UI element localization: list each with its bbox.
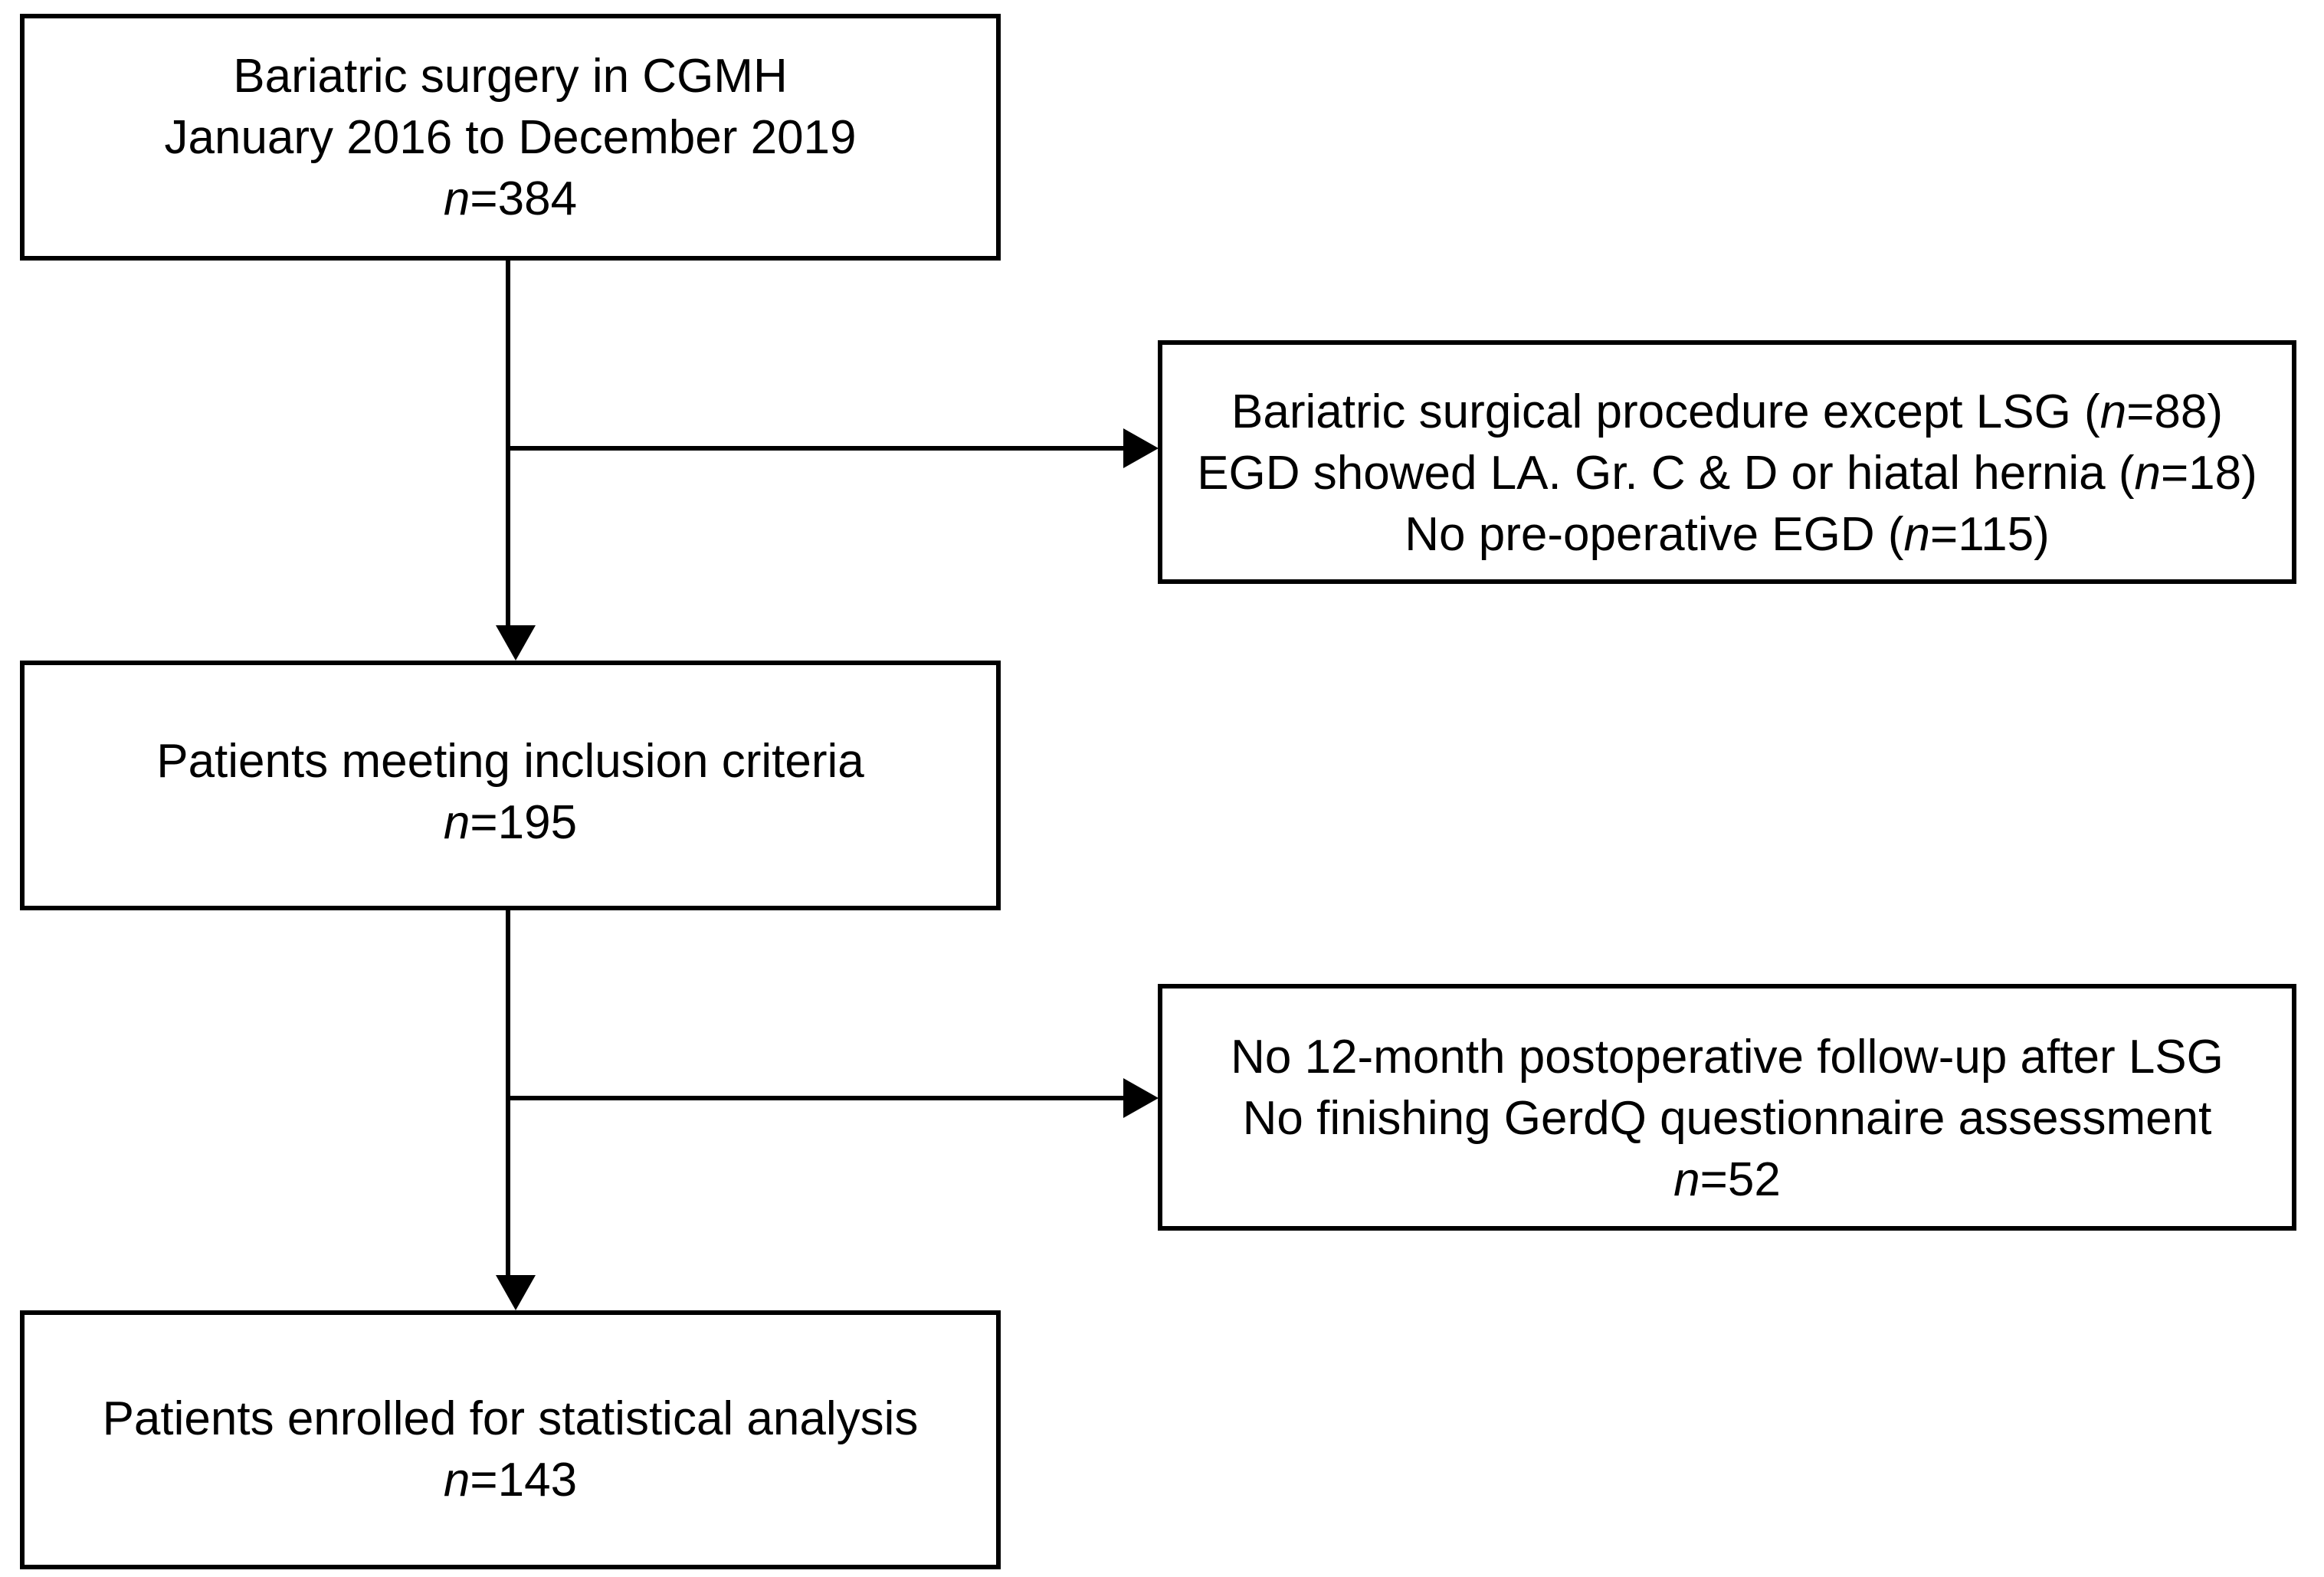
n-value: =384 <box>470 172 578 225</box>
arrowhead-right-icon <box>1123 428 1159 468</box>
n-symbol: n <box>443 796 470 849</box>
node-patients-enrolled-for-statistical-analysis: Patients enrolled for statistical analys… <box>20 1310 1001 1569</box>
arrowhead-right-icon <box>1123 1078 1159 1118</box>
node-line-3: n=384 <box>444 169 577 230</box>
exclusion-line-2: EGD showed LA. Gr. C & D or hiatal herni… <box>1197 443 2257 504</box>
n-value: =143 <box>470 1454 578 1507</box>
node-first-exclusion-criteria: Bariatric surgical procedure except LSG … <box>1158 340 2296 584</box>
node-bariatric-surgery-source-population: Bariatric surgery in CGMH January 2016 t… <box>20 14 1001 261</box>
node-line-1: Patients enrolled for statistical analys… <box>102 1392 919 1445</box>
n-value: =88) <box>2126 385 2224 438</box>
node-line-1: Bariatric surgery in CGMH <box>233 50 788 103</box>
arrowhead-down-icon <box>496 1275 536 1310</box>
connector-inclusion-to-enrolled <box>506 910 510 1277</box>
n-value: =18) <box>2160 447 2257 500</box>
node-line-2: January 2016 to December 2019 <box>164 111 857 164</box>
exclusion-line-1: Bariatric surgical procedure except LSG … <box>1231 382 2223 443</box>
node-line-2: n=195 <box>444 792 577 854</box>
n-value: =115) <box>1930 508 2050 561</box>
connector-enrollment-to-inclusion <box>506 261 510 627</box>
n-value: =195 <box>470 796 578 849</box>
exclusion-line-2-text: EGD showed LA. Gr. C & D or hiatal herni… <box>1197 447 2135 500</box>
node-second-exclusion-criteria: No 12-month postoperative follow-up afte… <box>1158 984 2296 1231</box>
n-symbol: n <box>443 172 470 225</box>
n-symbol: n <box>1673 1153 1700 1206</box>
n-symbol: n <box>1903 508 1931 561</box>
exclusion-line-3: No pre-operative EGD (n=115) <box>1405 504 2049 566</box>
arrowhead-down-icon <box>496 625 536 661</box>
exclusion-line-3: n=52 <box>1673 1149 1781 1211</box>
node-line-2: n=143 <box>444 1450 577 1511</box>
n-value: =52 <box>1700 1153 1781 1206</box>
exclusion-line-3-text: No pre-operative EGD ( <box>1405 508 1904 561</box>
exclusion-line-2: No finishing GerdQ questionnaire assessm… <box>1242 1092 2212 1145</box>
connector-enrollment-to-exclusion-1 <box>506 446 1125 451</box>
exclusion-line-1: No 12-month postoperative follow-up afte… <box>1231 1031 2224 1084</box>
node-line-1: Patients meeting inclusion criteria <box>156 735 864 788</box>
n-symbol: n <box>443 1454 470 1507</box>
n-symbol: n <box>2134 447 2161 500</box>
n-symbol: n <box>2099 385 2127 438</box>
exclusion-line-1-text: Bariatric surgical procedure except LSG … <box>1231 385 2100 438</box>
node-patients-meeting-inclusion-criteria: Patients meeting inclusion criteria n=19… <box>20 661 1001 910</box>
connector-inclusion-to-exclusion-2 <box>506 1096 1125 1100</box>
